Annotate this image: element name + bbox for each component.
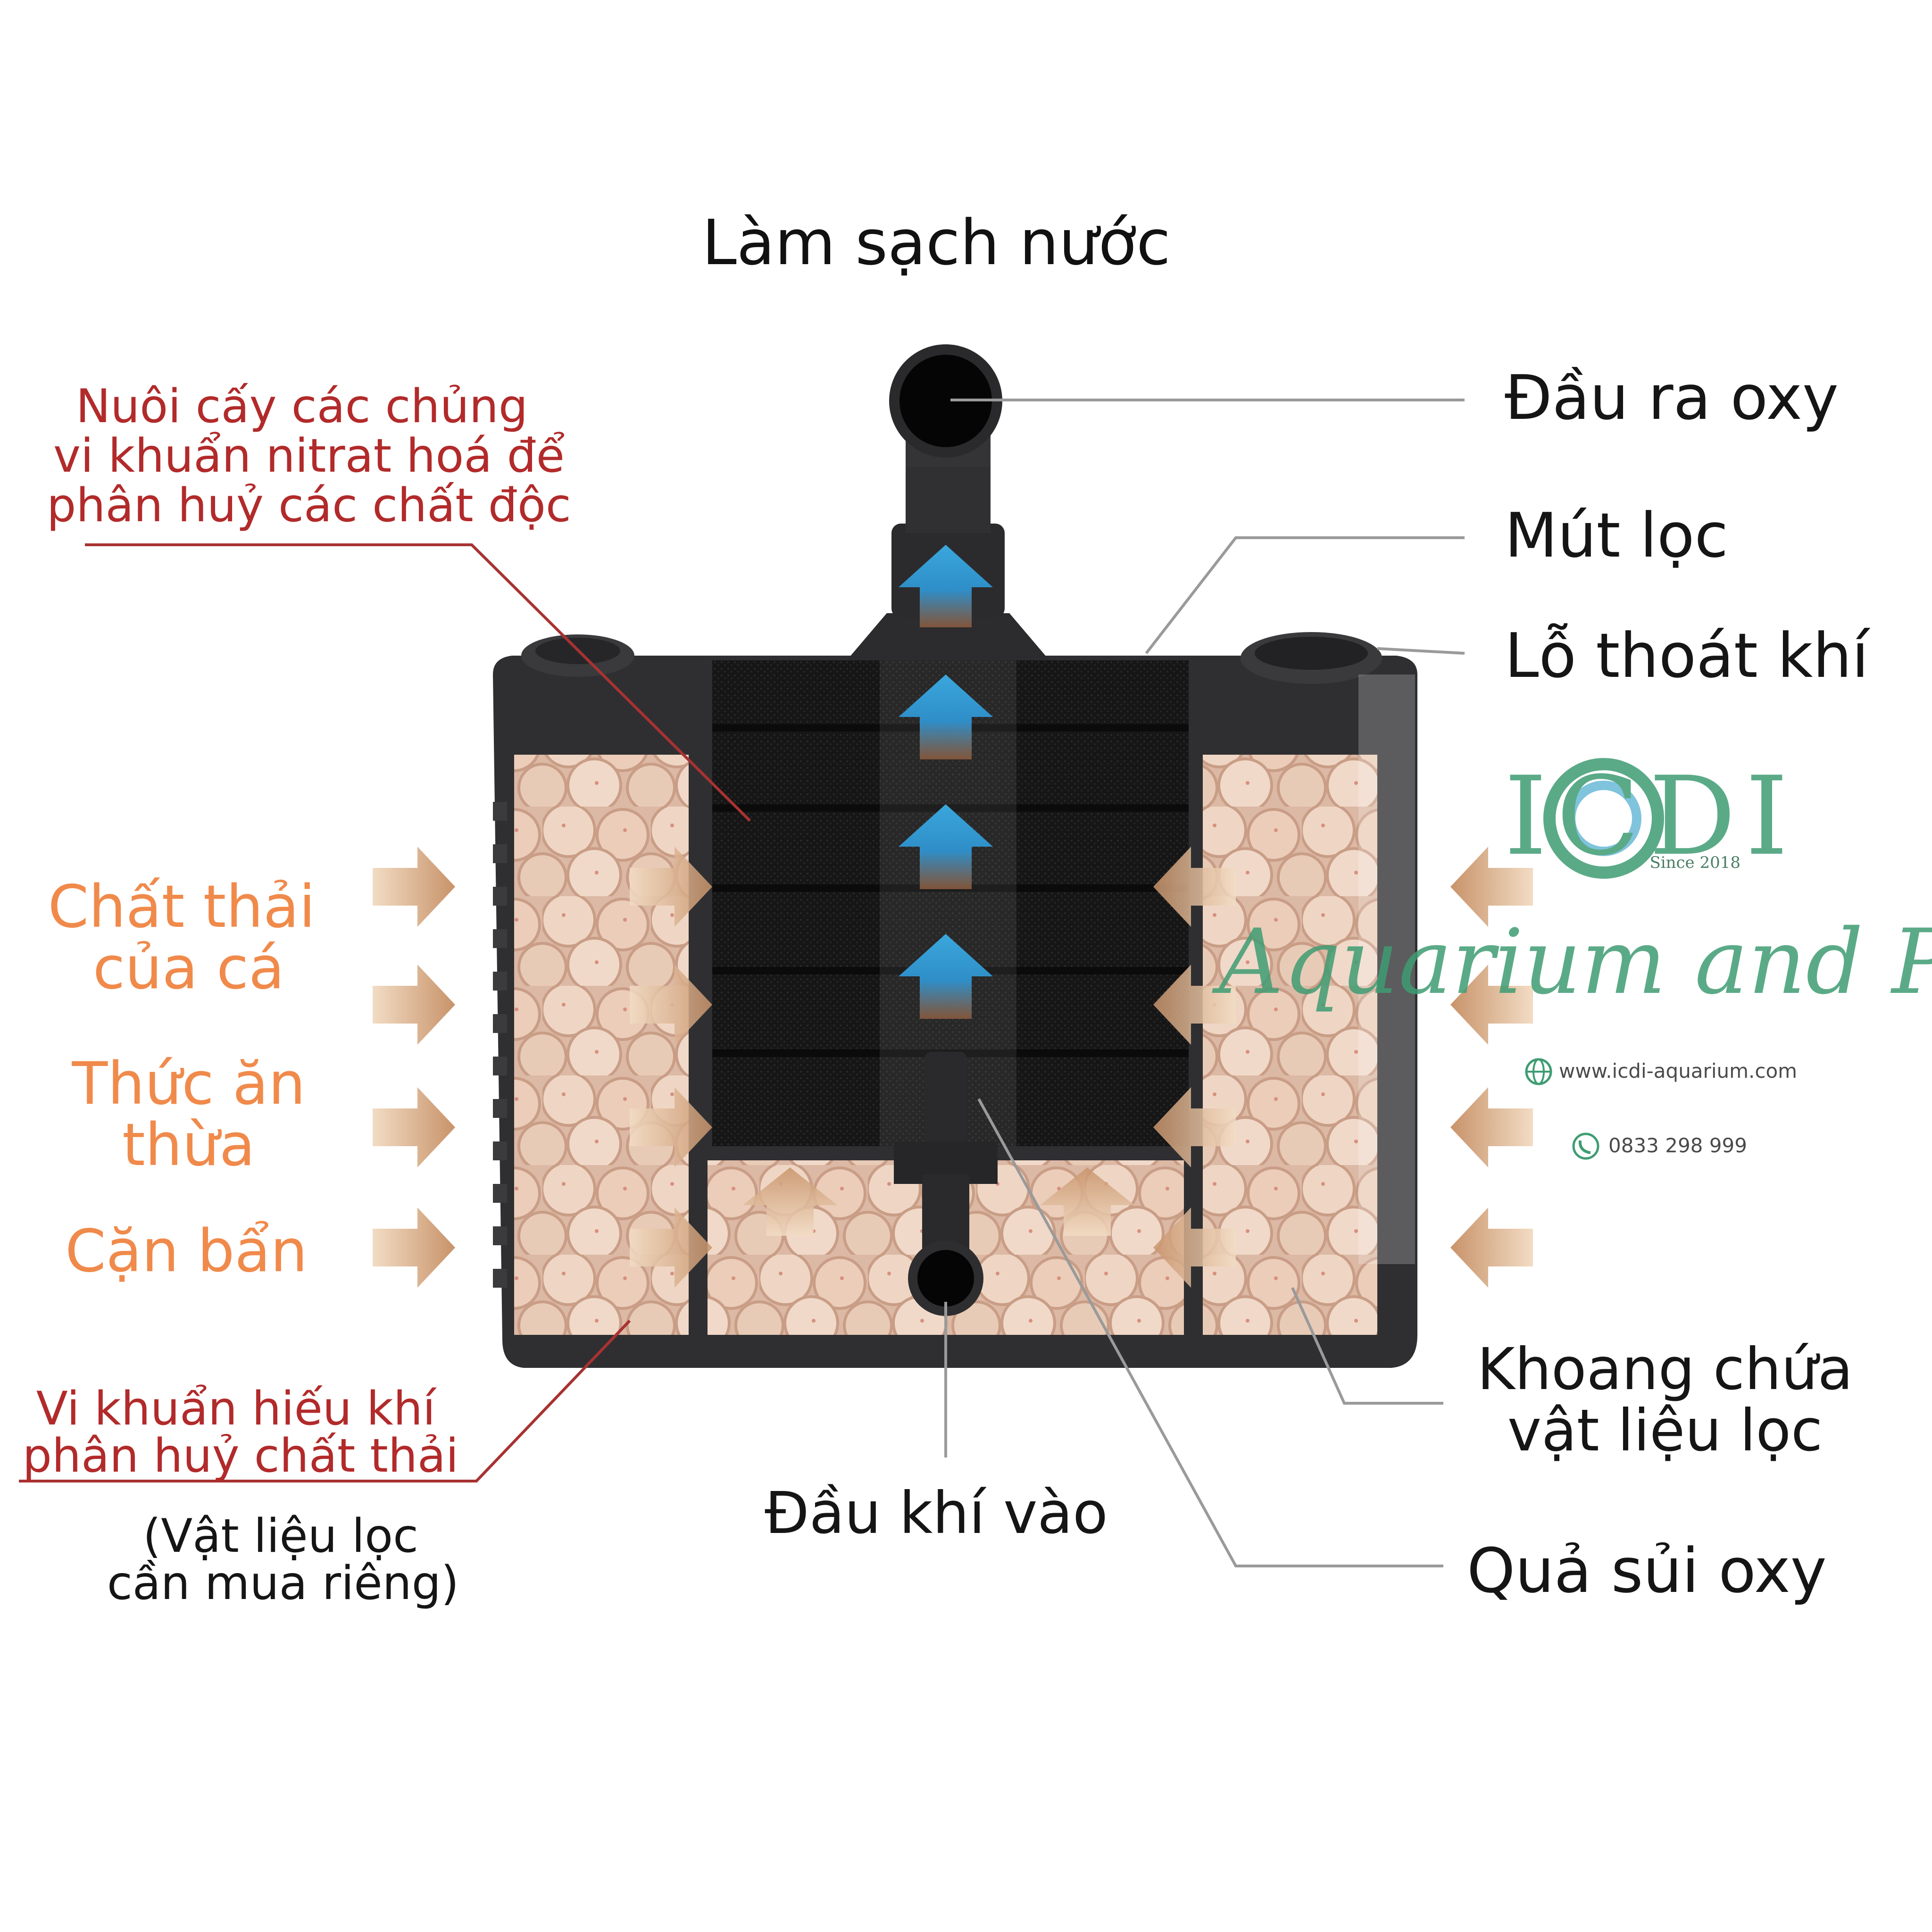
upward-flow-arrow xyxy=(899,545,993,627)
page-title: Làm sạch nước xyxy=(702,207,1170,279)
label-air-vent: Lỗ thoát khí xyxy=(1505,620,1871,691)
phone-icon xyxy=(1572,1133,1599,1160)
inward-flow-arrows xyxy=(373,847,1533,1288)
label-air-stone: Quả sủi oxy xyxy=(1467,1535,1827,1607)
upward-flow-arrow xyxy=(899,804,993,889)
inward-flow-arrow xyxy=(373,965,455,1045)
label-aerobic-line2: phân huỷ chất thải xyxy=(23,1429,458,1483)
brand-logo: ICDI xyxy=(1504,754,1798,880)
inward-flow-arrow xyxy=(373,847,455,927)
brand-tagline: Aquarium and Pets xyxy=(1212,910,1932,1014)
label-media-chamber-line1: Khoang chứa xyxy=(1477,1336,1853,1403)
label-note-line2: cần mua riêng) xyxy=(107,1557,459,1610)
inward-flow-arrow xyxy=(373,1208,455,1288)
label-leftover-food-line1: Thức ăn xyxy=(71,1050,305,1118)
label-note-line1: (Vật liệu lọc xyxy=(143,1509,418,1563)
label-nitrifying-line1: Nuôi cấy các chủng xyxy=(76,380,528,433)
brand-since: Since 2018 xyxy=(1649,853,1740,872)
brand-logo-text: ICDI xyxy=(1504,754,1798,880)
inward-flow-arrow xyxy=(373,1087,455,1167)
inward-flow-arrow xyxy=(743,1167,837,1236)
inward-flow-arrow xyxy=(1040,1167,1134,1236)
brand-website[interactable]: www.icdi-aquarium.com xyxy=(1559,1059,1797,1083)
air-inlet-tube xyxy=(894,1052,998,1316)
label-aerobic-line1: Vi khuẩn hiếu khí xyxy=(36,1382,437,1436)
upward-flow-arrow xyxy=(899,934,993,1019)
label-leftover-food-line2: thừa xyxy=(122,1111,255,1179)
label-debris: Cặn bẩn xyxy=(65,1217,308,1285)
label-media-chamber-line2: vật liệu lọc xyxy=(1507,1397,1823,1464)
label-fish-waste-line1: Chất thải xyxy=(48,873,316,941)
label-filter-sponge: Mút lọc xyxy=(1505,500,1728,571)
label-nitrifying-line2: vi khuẩn nitrat hoá để xyxy=(53,429,565,483)
leader-lines xyxy=(19,399,1465,1567)
upward-flow-arrows xyxy=(899,545,993,1019)
inward-flow-arrow xyxy=(1450,1087,1533,1167)
label-air-inlet: Đầu khí vào xyxy=(765,1480,1108,1547)
brand-phone[interactable]: 0833 298 999 xyxy=(1608,1134,1747,1157)
label-nitrifying-line3: phân huỷ các chất độc xyxy=(47,479,571,533)
label-oxygen-outlet: Đầu ra oxy xyxy=(1505,362,1839,433)
inward-flow-arrow xyxy=(1450,1208,1533,1288)
globe-icon xyxy=(1525,1058,1552,1085)
label-fish-waste-line2: của cá xyxy=(93,934,284,1002)
brand-watermark: ICDI Since 2018 Aquarium and Pets www.ic… xyxy=(1212,754,1932,1160)
upward-flow-arrow xyxy=(899,675,993,759)
